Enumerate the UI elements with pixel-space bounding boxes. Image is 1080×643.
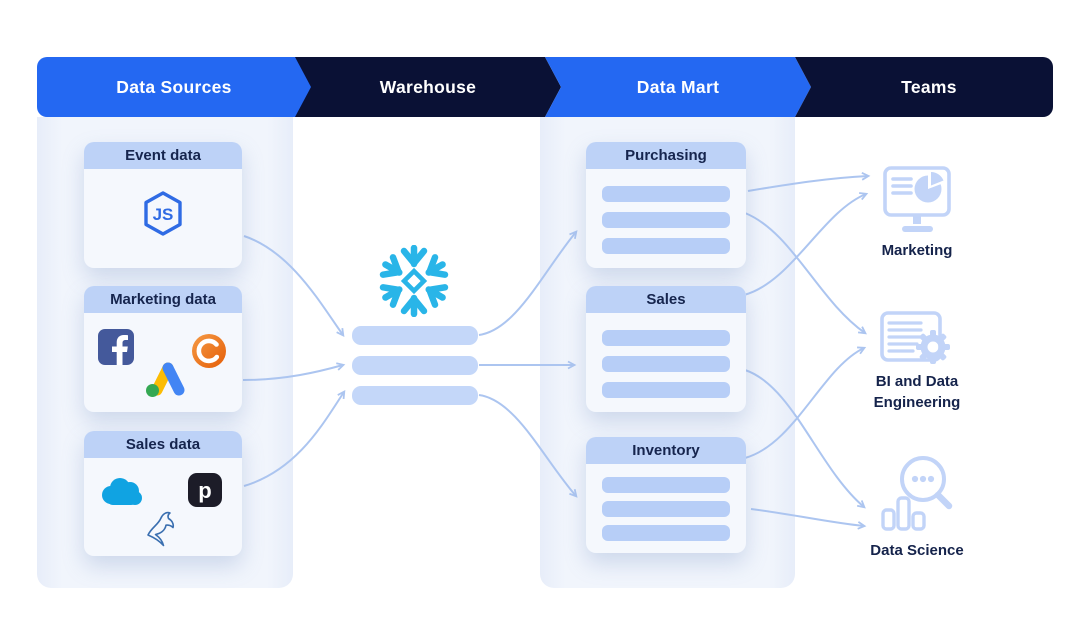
warehouse-table-row: [352, 326, 478, 345]
card-purchasing: Purchasing: [586, 142, 746, 268]
table-row: [602, 525, 730, 541]
warehouse-table-row: [352, 356, 478, 375]
table-row: [602, 382, 730, 398]
card-title-marketing-data: Marketing data: [84, 286, 242, 313]
team-label-data-science: Data Science: [870, 542, 964, 559]
pendo-icon: p: [188, 473, 222, 507]
header-label: Data Mart: [636, 76, 720, 97]
salesforce-cloud-icon: [102, 478, 142, 505]
header-label: Data Sources: [116, 76, 232, 97]
snowflake-icon: [378, 245, 450, 317]
card-marketing-data: Marketing data: [84, 286, 242, 412]
team-label-marketing: Marketing: [881, 242, 953, 259]
header-segment-data-mart: Data Mart: [545, 57, 811, 117]
table-rows: [586, 464, 746, 541]
card-title-sales-data: Sales data: [84, 431, 242, 458]
table-row: [602, 477, 730, 493]
facebook-icon: [98, 329, 134, 365]
header-label: Warehouse: [379, 76, 477, 97]
header-segment-warehouse: Warehouse: [295, 57, 561, 117]
header-segment-teams: Teams: [795, 57, 1053, 117]
card-inventory: Inventory: [586, 437, 746, 553]
card-sales-data: Sales data p: [84, 431, 242, 556]
card-event-data: Event data JS: [84, 142, 242, 268]
table-row: [602, 238, 730, 254]
warehouse-table-row: [352, 386, 478, 405]
document-gear-icon: [880, 311, 950, 364]
header-label: Teams: [901, 76, 957, 97]
table-row: [602, 356, 730, 372]
card-title-event-data: Event data: [84, 142, 242, 169]
monitor-pie-chart-icon: [883, 166, 951, 232]
header-segment-data-sources: Data Sources: [37, 57, 321, 117]
magnifier-bar-chart-icon: [881, 456, 953, 531]
table-row: [602, 186, 730, 202]
svg-text:p: p: [198, 478, 211, 503]
card-title-inventory: Inventory: [586, 437, 746, 464]
card-sales: Sales: [586, 286, 746, 412]
card-title-purchasing: Purchasing: [586, 142, 746, 169]
js-hexagon-icon: JS: [144, 191, 182, 236]
table-row: [602, 330, 730, 346]
google-ads-icon: [146, 362, 185, 397]
table-rows: [586, 313, 746, 398]
orange-c-icon: [192, 334, 226, 368]
table-row: [602, 212, 730, 228]
card-title-sales: Sales: [586, 286, 746, 313]
team-label-bi-and-data-engineering: BI and Data Engineering: [873, 373, 961, 411]
svg-text:JS: JS: [153, 205, 174, 224]
mysql-dolphin-icon: [147, 511, 175, 547]
table-row: [602, 501, 730, 517]
table-rows: [586, 169, 746, 254]
